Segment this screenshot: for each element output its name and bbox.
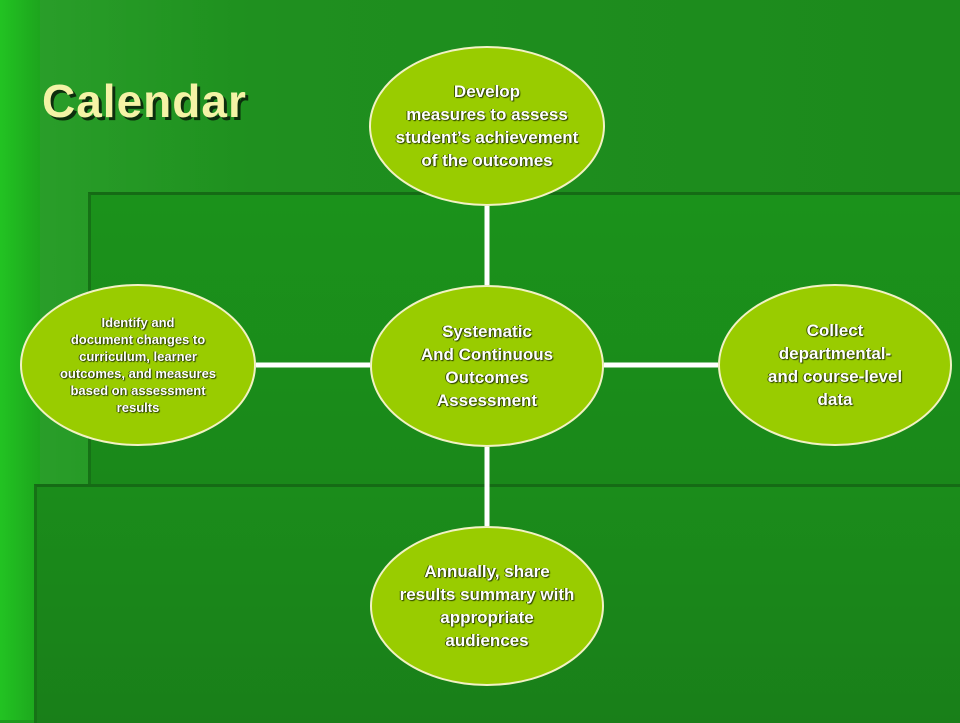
node-share-results-label: Annually, share results summary with app…	[399, 562, 575, 650]
node-develop-measures: Develop measures to assess student’s ach…	[369, 46, 605, 206]
node-identify-changes-label: Identify and document changes to curricu…	[59, 315, 217, 415]
node-share-results: Annually, share results summary with app…	[370, 526, 604, 686]
node-systematic-assessment: Systematic And Continuous Outcomes Asses…	[370, 285, 604, 447]
node-collect-data-label: Collect departmental- and course-level d…	[767, 321, 903, 409]
node-systematic-assessment-label: Systematic And Continuous Outcomes Asses…	[420, 322, 554, 410]
node-collect-data: Collect departmental- and course-level d…	[718, 284, 952, 446]
node-identify-changes: Identify and document changes to curricu…	[20, 284, 256, 446]
node-develop-measures-label: Develop measures to assess student’s ach…	[395, 82, 579, 170]
slide-title: Calendar	[42, 75, 247, 127]
